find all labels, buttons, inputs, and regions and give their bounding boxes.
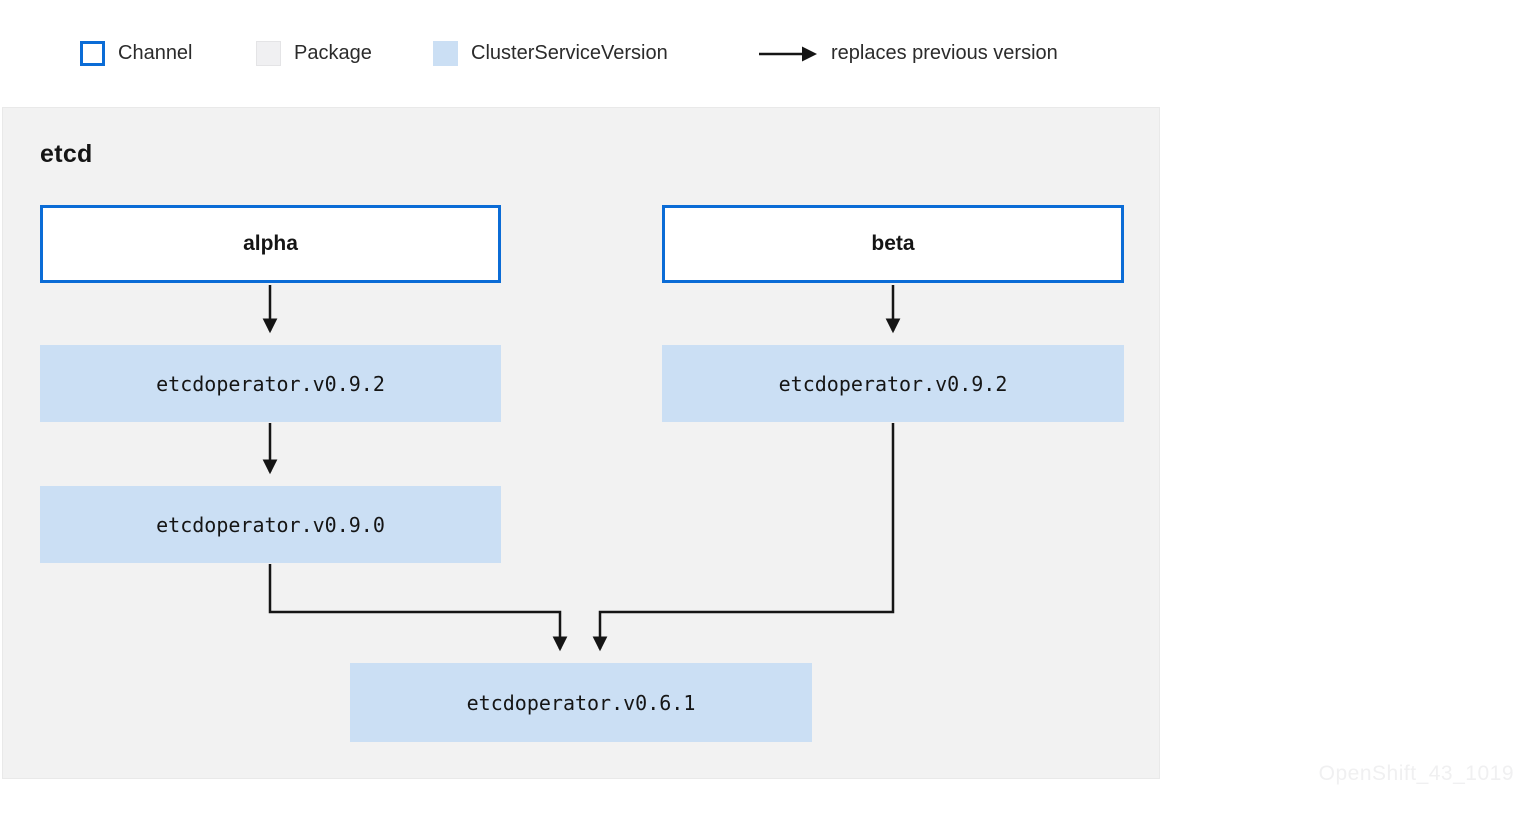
channel-beta-label: beta	[871, 232, 915, 255]
replaces-arrow-icon	[759, 46, 817, 61]
legend-csv-label: ClusterServiceVersion	[471, 42, 668, 64]
csv-node-alpha-prev: etcdoperator.v0.9.0	[40, 486, 501, 563]
legend-item-package: Package	[256, 40, 372, 67]
legend-package-label: Package	[294, 42, 372, 64]
package-swatch-icon	[256, 41, 281, 66]
csv-node-base: etcdoperator.v0.6.1	[350, 663, 812, 742]
channel-alpha-label: alpha	[243, 232, 298, 255]
legend-item-csv: ClusterServiceVersion	[433, 40, 668, 67]
legend-item-channel: Channel	[80, 40, 193, 67]
csv-alpha-head-label: etcdoperator.v0.9.2	[156, 371, 385, 396]
csv-node-beta-head: etcdoperator.v0.9.2	[662, 345, 1124, 422]
channel-node-alpha: alpha	[40, 205, 501, 283]
legend-replaces-label: replaces previous version	[831, 42, 1058, 64]
watermark-text: OpenShift_43_1019	[1318, 762, 1514, 785]
package-title: etcd	[40, 140, 93, 168]
legend-channel-label: Channel	[118, 42, 193, 64]
channel-node-beta: beta	[662, 205, 1124, 283]
csv-beta-head-label: etcdoperator.v0.9.2	[778, 371, 1008, 396]
csv-alpha-prev-label: etcdoperator.v0.9.0	[156, 512, 385, 537]
csv-base-label: etcdoperator.v0.6.1	[466, 690, 696, 715]
channel-swatch-icon	[80, 41, 105, 66]
legend-item-replaces: replaces previous version	[758, 40, 1058, 67]
csv-swatch-icon	[433, 41, 458, 66]
csv-node-alpha-head: etcdoperator.v0.9.2	[40, 345, 501, 422]
